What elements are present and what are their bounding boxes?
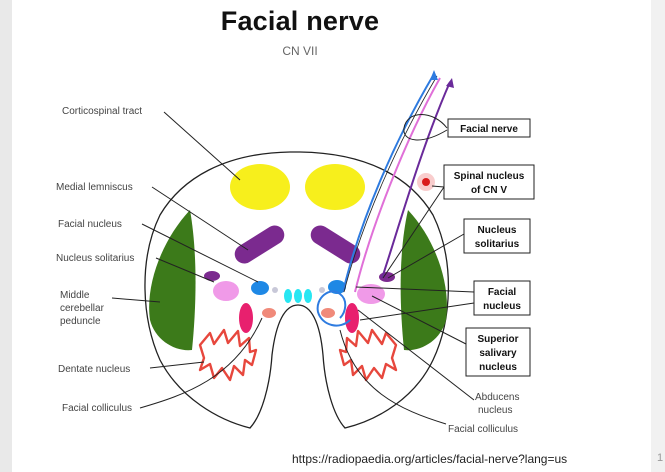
corticospinal-tract-left: [230, 164, 290, 210]
box-spinal-nucleus: [443, 164, 535, 200]
facial-nucleus-left: [239, 303, 253, 333]
box-label-spinal-line1: Spinal nucleus: [454, 171, 525, 182]
midline-dot-left: [272, 287, 278, 293]
box-label-salivary-line1: Superior: [477, 334, 518, 345]
window-left-edge: [0, 0, 12, 472]
spinal-nucleus-cn5: [422, 178, 430, 186]
box-label-salivary-line2: salivary: [479, 348, 517, 359]
source-url: https://radiopaedia.org/articles/facial-…: [292, 452, 568, 466]
medial-lemniscus-left: [234, 225, 285, 264]
label-mcp-line3: peduncle: [60, 316, 101, 327]
page-mark: 1: [657, 452, 664, 464]
salmon-nucleus-left: [262, 308, 276, 318]
superior-salivary-nucleus-left: [213, 281, 239, 301]
box-label-solitarius-line1: Nucleus: [478, 225, 517, 236]
box-label-facial-nerve: Facial nerve: [460, 124, 518, 135]
label-nucleus-solitarius: Nucleus solitarius: [56, 253, 134, 264]
box-label-salivary-line3: nucleus: [479, 362, 517, 373]
dentate-nucleus-left: [198, 328, 258, 382]
facial-nerve-fibres-pink: [354, 77, 441, 293]
box-label-facial-nucleus-line1: Facial: [488, 287, 517, 298]
box-nucleus-solitarius: [463, 218, 531, 254]
label-medial-lemniscus: Medial lemniscus: [56, 182, 133, 193]
facial-nerve-fibres-purple: [381, 81, 451, 279]
label-mcp-line1: Middle: [60, 290, 90, 301]
corticospinal-tract-right: [305, 164, 365, 210]
slide-title: Facial nerve: [220, 6, 380, 36]
middle-cerebellar-peduncle-right: [400, 210, 447, 351]
label-abducens-line1: Abducens: [475, 392, 519, 403]
medial-longitudinal-fasciculus-3: [304, 289, 312, 303]
nerve-arrowhead-purple: [446, 78, 454, 88]
box-superior-salivary-nucleus: [465, 327, 531, 377]
dentate-nucleus-right: [338, 328, 398, 382]
facial-nucleus-right: [345, 303, 359, 333]
label-mcp-line2: cerebellar: [60, 303, 105, 314]
label-abducens-line2: nucleus: [478, 405, 512, 416]
slide-subtitle: CN VII: [282, 44, 318, 58]
right-leader-lines: [339, 114, 475, 425]
box-label-spinal-line2: of CN V: [471, 185, 507, 196]
nucleus-solitarius-left: [204, 271, 220, 281]
box-facial-nerve: [447, 118, 531, 138]
label-dentate-nucleus: Dentate nucleus: [58, 364, 130, 375]
label-facial-nucleus: Facial nucleus: [58, 219, 122, 230]
salmon-nucleus-right: [321, 308, 335, 318]
box-label-solitarius-line2: solitarius: [475, 239, 520, 250]
left-leader-lines: [111, 111, 263, 409]
window-right-edge: [651, 0, 665, 472]
medial-longitudinal-fasciculus-2: [294, 289, 302, 303]
facial-nerve-fibres-blue: [316, 73, 435, 327]
box-facial-nucleus: [473, 280, 531, 316]
nerve-arrowhead-blue: [430, 70, 438, 80]
label-facial-colliculus-right: Facial colliculus: [448, 424, 518, 435]
box-label-facial-nucleus-line2: nucleus: [483, 301, 521, 312]
label-corticospinal-tract: Corticospinal tract: [62, 106, 142, 117]
abducens-nucleus-left: [251, 281, 269, 295]
medial-longitudinal-fasciculus-1: [284, 289, 292, 303]
midline-dot-right: [319, 287, 325, 293]
label-facial-colliculus-left: Facial colliculus: [62, 403, 132, 414]
medial-lemniscus-right: [310, 225, 361, 264]
facial-nerve-fibres-dark: [343, 75, 438, 293]
